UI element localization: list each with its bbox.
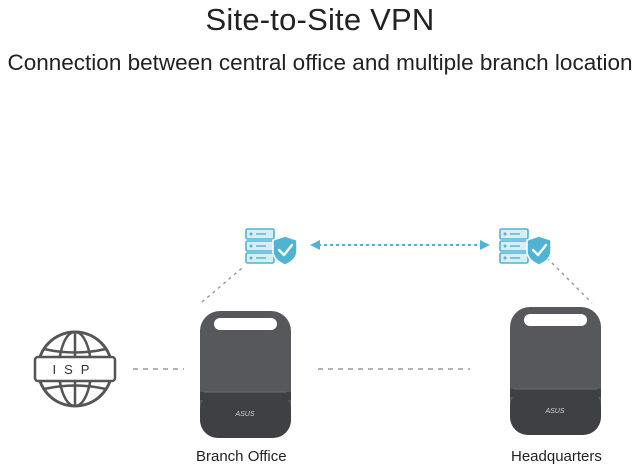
hq-vpn-leader <box>546 257 593 304</box>
branch-router-icon: ASUS <box>200 311 291 438</box>
page-title: Site-to-Site VPN <box>205 2 435 37</box>
branch-brand-label: ASUS <box>234 411 254 418</box>
branch-office-label: Branch Office <box>196 448 287 465</box>
headquarters-label: Headquarters <box>511 448 602 465</box>
hq-router-icon: ASUS <box>510 307 601 435</box>
vpn-right-secure-server-icon <box>499 228 552 266</box>
isp-label: ISP <box>53 362 98 377</box>
page-subtitle: Connection between central office and mu… <box>7 50 633 75</box>
vpn-left-secure-server-icon <box>245 228 298 266</box>
shield-check-icon <box>272 235 298 266</box>
shield-check-icon <box>526 235 552 266</box>
hq-brand-label: ASUS <box>544 408 564 415</box>
branch-vpn-leader <box>201 267 243 303</box>
vpn-tunnel-arrow <box>310 240 490 250</box>
isp-globe-icon: ISP <box>33 330 117 408</box>
